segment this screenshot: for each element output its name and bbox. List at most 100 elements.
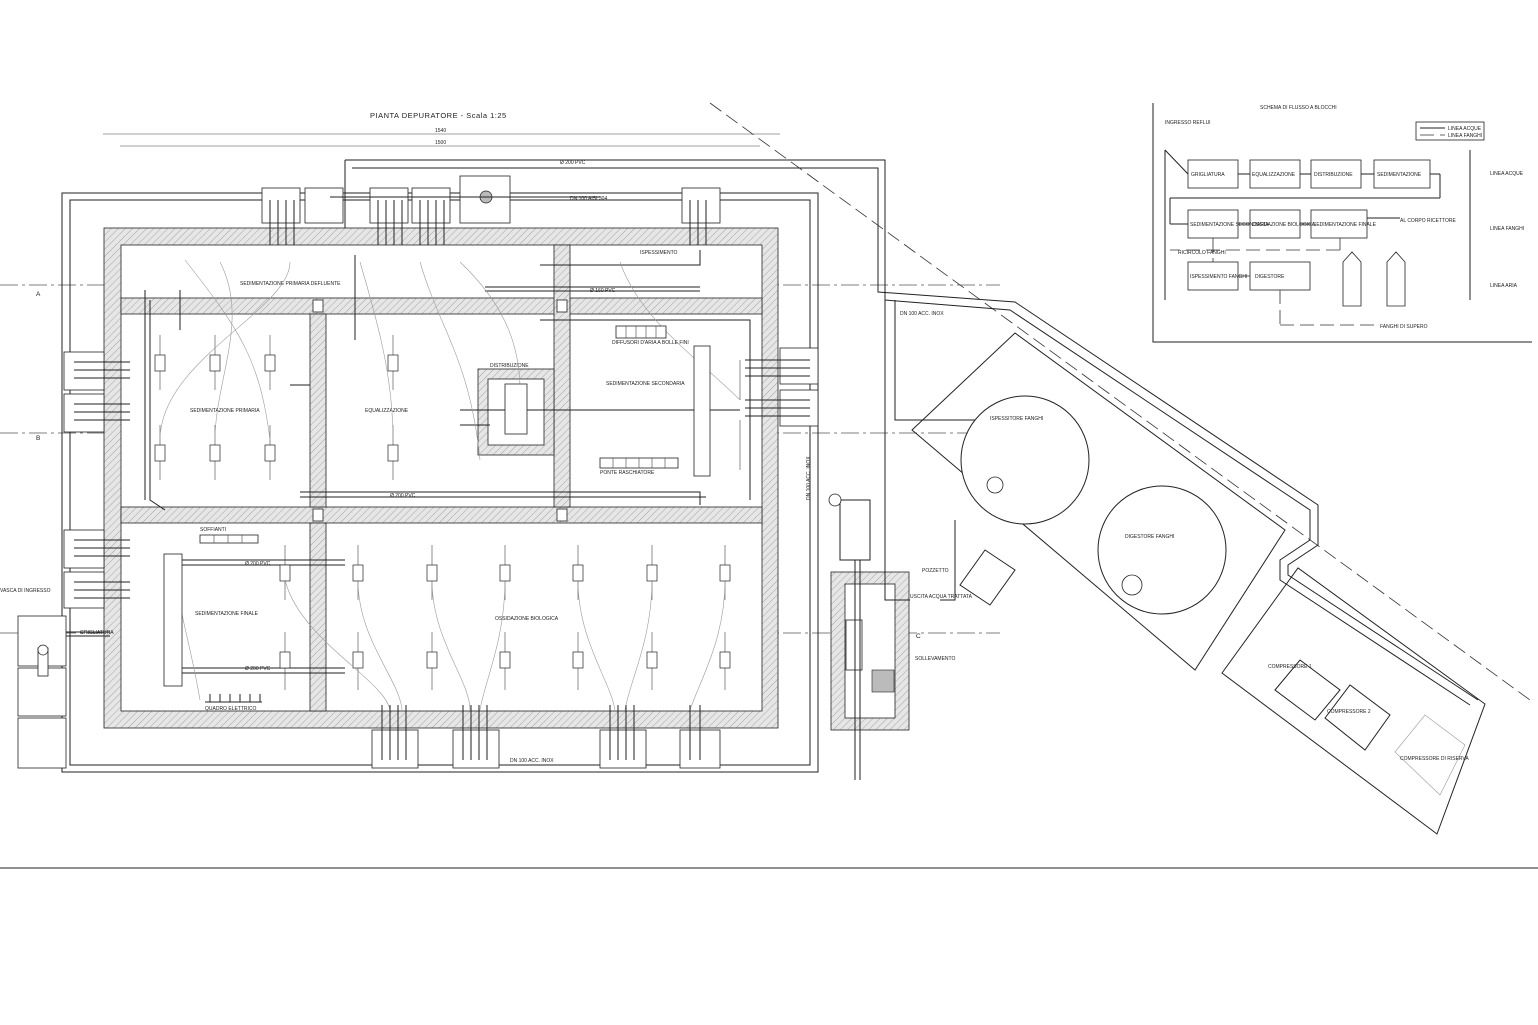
- manifold-bottom: [371, 705, 721, 769]
- blower-row-bottom: [205, 694, 262, 703]
- column-marker: [312, 508, 324, 522]
- note-vasca-ingresso: VASCA DI INGRESSO: [0, 588, 51, 594]
- label-compressore-2: COMPRESSORE 2: [1327, 709, 1371, 715]
- block-label: OSSIDAZIONE BIOLOGICA: [1252, 222, 1316, 228]
- pipe-label-low: Ø 200 PVC: [390, 493, 416, 499]
- lift-filter: [871, 669, 895, 693]
- manifold-left: [63, 351, 130, 609]
- block-label: DISTRIBUZIONE: [1314, 172, 1353, 178]
- digester-tank: [1097, 485, 1227, 615]
- label-compressore-1: COMPRESSORE 1: [1268, 664, 1312, 670]
- pipe-label-aisi: DN 100 AISI 304: [570, 196, 607, 202]
- label-compressore-riserva: COMPRESSORE DI RISERVA: [1400, 756, 1469, 762]
- block-label: SEDIMENTAZIONE FINALE: [1313, 222, 1377, 228]
- label-digestore: DIGESTORE FANGHI: [1125, 534, 1174, 540]
- room-label-sed-top: SEDIMENTAZIONE PRIMARIA DEFLUENTE: [240, 281, 341, 287]
- schema-side-aria: LINEA ARIA: [1490, 283, 1518, 289]
- thickener-inlet: [986, 476, 1004, 494]
- section-mark-c: C: [916, 633, 921, 640]
- silo-1: [1342, 251, 1362, 307]
- section-mark-b: B: [36, 435, 40, 442]
- interior-wall-h1: [120, 297, 763, 315]
- inlet-tanks-left: [17, 615, 110, 769]
- note-ponte: PONTE RASCHIATORE: [600, 470, 655, 476]
- pump-motor: [828, 493, 842, 507]
- blower-row-low: [199, 534, 259, 544]
- compressor-house: [1221, 567, 1486, 835]
- blower-row-mid: [599, 457, 679, 469]
- sludge-pipe-2: [884, 300, 910, 601]
- interior-wall-v2: [553, 244, 571, 508]
- pipe-label-diag: DN 100 ACC. INOX: [900, 311, 944, 317]
- schema-out-corpo: AL CORPO RICETTORE: [1400, 218, 1457, 224]
- block-label: EQUALIZZAZIONE: [1252, 172, 1296, 178]
- note-grigliatura: GRIGLIATURA: [80, 630, 114, 636]
- dim-overall: 1540: [435, 128, 446, 134]
- block-label: GRIGLIATURA: [1191, 172, 1225, 178]
- pump-skid: [839, 499, 871, 561]
- blower-row-top: [615, 325, 667, 339]
- dim-inner: 1500: [435, 140, 446, 146]
- pozzetto-box: [959, 549, 1016, 606]
- internal-pipe: [149, 300, 166, 511]
- schema-title: SCHEMA DI FLUSSO A BLOCCHI: [1260, 105, 1337, 111]
- note-quadro: QUADRO ELETTRICO: [205, 706, 257, 712]
- note-soffianti: SOFFIANTI: [200, 527, 226, 533]
- tank-zone-boundary: [911, 332, 1286, 671]
- room-label-sed-finale: SEDIMENTAZIONE FINALE: [195, 611, 259, 617]
- room-label-sed-secondaria: SEDIMENTAZIONE SECONDARIA: [606, 381, 685, 387]
- room-label-ispessimento: ISPESSIMENTO: [640, 250, 678, 256]
- room-label-ossidazione: OSSIDAZIONE BIOLOGICA: [495, 616, 559, 622]
- internal-pipe: [540, 250, 701, 266]
- block-digestore: [1249, 261, 1311, 291]
- perimeter-path-outer: [61, 192, 819, 773]
- pipe-label-bottom: DN 100 ACC. INOX: [510, 758, 554, 764]
- schematic-frame: [1152, 103, 1532, 343]
- compressor-reserve: [1394, 714, 1466, 796]
- compressor-2: [1324, 684, 1391, 751]
- column-marker: [556, 299, 568, 313]
- diffuser-grid-lower: [279, 545, 731, 690]
- pipe-label-top: Ø 200 PVC: [560, 160, 586, 166]
- block-label: SEDIMENTAZIONE: [1377, 172, 1422, 178]
- room-label-equalizzazione: EQUALIZZAZIONE: [365, 408, 409, 414]
- compressor-1: [1274, 659, 1341, 721]
- pipe-label-low-2: Ø 200 PVC: [245, 561, 271, 567]
- room-label-sed-primaria: SEDIMENTAZIONE PRIMARIA: [190, 408, 260, 414]
- sludge-pipe: [940, 520, 956, 601]
- silo-2: [1386, 251, 1406, 307]
- scraper-bridge-secondary: [693, 345, 711, 477]
- block-sed-finale: [1310, 209, 1368, 239]
- label-ispessitore: ISPESSITORE FANGHI: [990, 416, 1043, 422]
- interior-wall-h2: [120, 506, 763, 524]
- block-label: DIGESTORE: [1255, 274, 1285, 280]
- internal-pipe: [540, 319, 751, 500]
- pipe-route-east-2: [352, 167, 1479, 701]
- scraper-bridge-final: [163, 553, 183, 687]
- property-boundary-dashed: [709, 102, 1531, 701]
- legend-linea-fanghi: LINEA FANGHI: [1448, 133, 1482, 139]
- schema-legend: [1415, 121, 1485, 141]
- block-distribuzione: [1310, 159, 1362, 189]
- block-sed-secondaria: [1187, 209, 1239, 239]
- pipe-route-east: [345, 159, 1471, 706]
- schema-side-acque: LINEA ACQUE: [1490, 171, 1524, 177]
- block-label: ISPESSIMENTO FANGHI: [1190, 274, 1247, 280]
- main-building-interior: [120, 244, 763, 712]
- lift-pump: [845, 619, 863, 671]
- pipe-label-low-3: Ø 200 PVC: [245, 666, 271, 672]
- schema-out-supero: FANGHI DI SUPERO: [1380, 324, 1428, 330]
- manifold-top: [261, 175, 721, 245]
- flow-schematic: SCHEMA DI FLUSSO A BLOCCHI LINEA ACQUE L…: [1152, 103, 1532, 343]
- note-sollevamento: SOLLEVAMENTO: [915, 656, 955, 662]
- drawing-title: PIANTA DEPURATORE - Scala 1:25: [370, 111, 507, 120]
- schema-side-fanghi: LINEA FANGHI: [1490, 226, 1524, 232]
- block-label: SEDIMENTAZIONE SECONDARIA: [1190, 222, 1269, 228]
- block-ispessimento: [1187, 261, 1239, 291]
- label-pozzetto: POZZETTO: [922, 568, 949, 574]
- room-label-distribuzione: DISTRIBUZIONE: [490, 363, 529, 369]
- manifold-right: [745, 347, 819, 427]
- air-distribution-lines: [159, 259, 741, 711]
- schema-out-ricircolo: RICIRCOLO FANGHI: [1178, 250, 1226, 256]
